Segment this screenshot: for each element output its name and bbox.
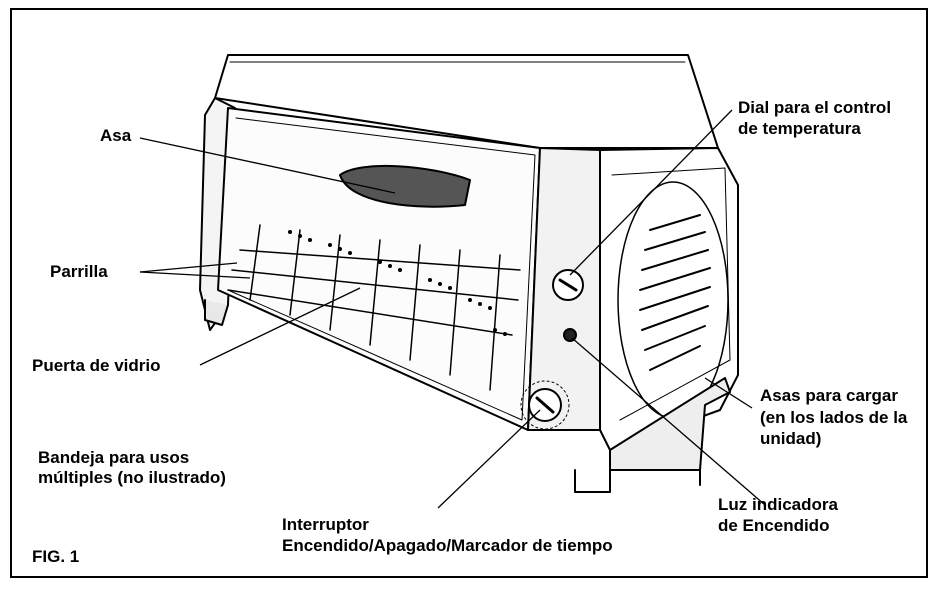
label-tray-line2: múltiples (no ilustrado) — [38, 468, 226, 487]
oven-top — [214, 54, 719, 149]
left-foot — [204, 299, 229, 326]
leader-lines — [139, 109, 766, 509]
label-handle: Asa — [100, 126, 132, 145]
label-tray-line1: Bandeja para usos — [38, 448, 190, 467]
label-carry-line1: Asas para cargar — [760, 386, 898, 405]
label-switch-line1: Interruptor — [282, 515, 369, 534]
label-temp-dial-line1: Dial para el control — [738, 98, 892, 117]
figure-frame — [10, 8, 928, 578]
label-light-line2: de Encendido — [718, 516, 830, 535]
label-temp-dial-line2: de temperatura — [738, 119, 861, 138]
label-carry-line2: (en los lados de la — [760, 408, 908, 427]
door-frame — [217, 107, 541, 431]
oven-right-side — [599, 147, 739, 451]
label-carry-line3: unidad) — [760, 429, 822, 448]
door-handle — [339, 164, 471, 208]
label-light-line1: Luz indicadora — [718, 495, 838, 514]
label-rack: Parrilla — [50, 262, 108, 281]
figure-number: FIG. 1 — [32, 547, 80, 566]
label-switch-line2: Encendido/Apagado/Marcador de tiempo — [282, 536, 613, 555]
label-glass-door: Puerta de vidrio — [32, 356, 161, 375]
indicator-light — [563, 328, 577, 342]
